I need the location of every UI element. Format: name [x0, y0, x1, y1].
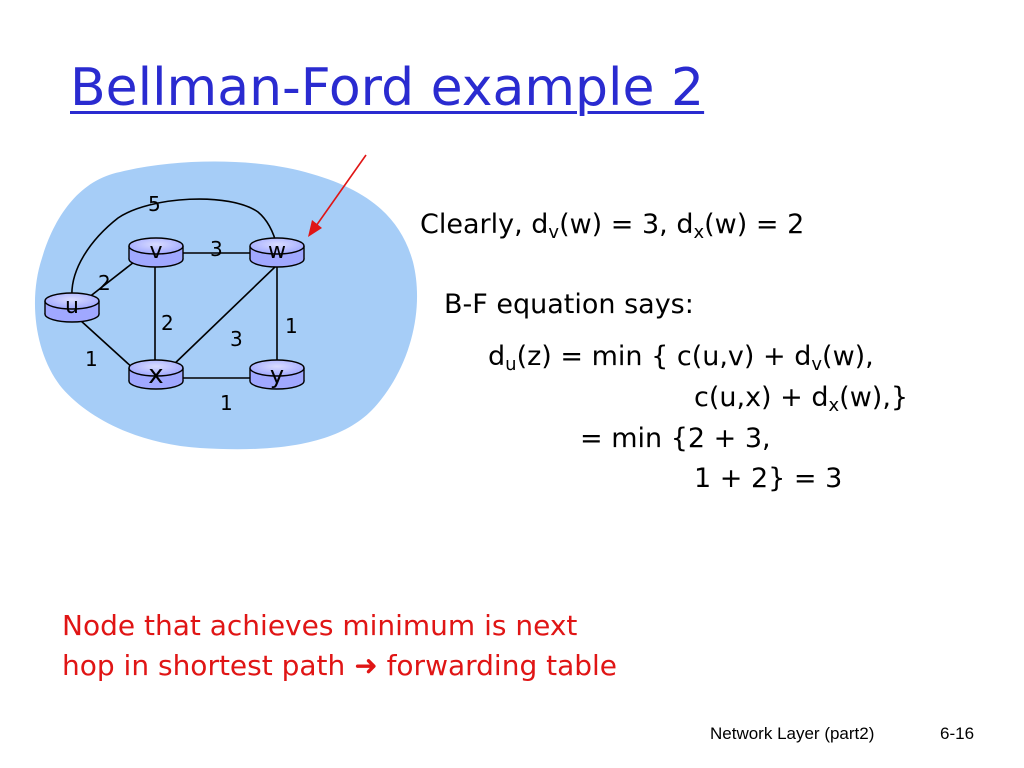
eq2-part-b: (w),} — [839, 382, 909, 413]
equation-line-1: du(z) = min { c(u,v) + dv(w), — [488, 340, 874, 374]
forwarding-note: Node that achieves minimum is next hop i… — [62, 606, 617, 686]
note-line-2-b: forwarding table — [386, 649, 618, 682]
router-label-v: v — [149, 239, 162, 264]
edge-x-w — [169, 265, 277, 369]
note-line-2-a: hop in shortest path — [62, 649, 346, 682]
router-v: v — [128, 237, 184, 268]
clearly-sub-x: x — [693, 222, 705, 243]
eq1-sub-u: u — [505, 354, 517, 375]
router-u: u — [44, 292, 100, 323]
equation-line-4: 1 + 2} = 3 — [694, 463, 843, 494]
router-label-u: u — [65, 294, 79, 319]
edge-u-v — [87, 261, 135, 299]
edge-cost-x-w: 3 — [230, 327, 243, 351]
edge-cost-u-v: 2 — [98, 271, 111, 295]
edge-cost-u-x: 1 — [85, 347, 98, 371]
edge-costs: 5 3 2 2 3 1 1 1 — [85, 192, 298, 415]
router-x: x — [128, 359, 184, 390]
clearly-sub-v: v — [548, 222, 560, 243]
note-line-1: Node that achieves minimum is next — [62, 609, 578, 642]
slide-title: Bellman-Ford example 2 — [70, 58, 705, 118]
right-arrow-icon: ➜ — [354, 649, 378, 682]
router-label-w: w — [268, 239, 286, 264]
clearly-statement: Clearly, dv(w) = 3, dx(w) = 2 — [420, 208, 804, 242]
edge-u-w — [71, 198, 278, 299]
graph-edges — [71, 198, 278, 379]
eq2-sub-x: x — [828, 395, 840, 416]
note-line-2: hop in shortest path ➜ forwarding table — [62, 646, 617, 686]
clearly-mid: (w) = 3, d — [559, 209, 694, 240]
edge-cost-u-w: 5 — [148, 192, 161, 216]
eq1-part-b: (z) = min { c(u,v) + d — [516, 341, 812, 372]
clearly-prefix: Clearly, d — [420, 209, 549, 240]
edge-u-x — [79, 319, 136, 371]
router-label-x: x — [148, 360, 163, 390]
edge-cost-x-y: 1 — [220, 391, 233, 415]
eq2-part-a: c(u,x) + d — [694, 382, 829, 413]
equation-line-2: c(u,x) + dx(w),} — [694, 381, 908, 415]
footer-page-number: 6-16 — [940, 724, 975, 743]
edge-cost-v-x: 2 — [161, 311, 174, 335]
bf-equation-says: B-F equation says: — [444, 289, 694, 320]
footer-section: Network Layer (part2) — [710, 724, 875, 743]
router-label-y: y — [270, 361, 284, 389]
router-y: y — [249, 359, 305, 390]
pointer-arrow — [308, 154, 367, 237]
edge-cost-v-w: 3 — [210, 237, 223, 261]
equation-line-3: = min {2 + 3, — [580, 423, 771, 454]
clearly-suffix: (w) = 2 — [704, 209, 805, 240]
eq1-sub-v: v — [811, 354, 823, 375]
router-w: w — [249, 237, 305, 268]
edge-cost-w-y: 1 — [285, 314, 298, 338]
eq1-part-c: (w), — [822, 341, 874, 372]
eq1-part-a: d — [488, 341, 506, 372]
